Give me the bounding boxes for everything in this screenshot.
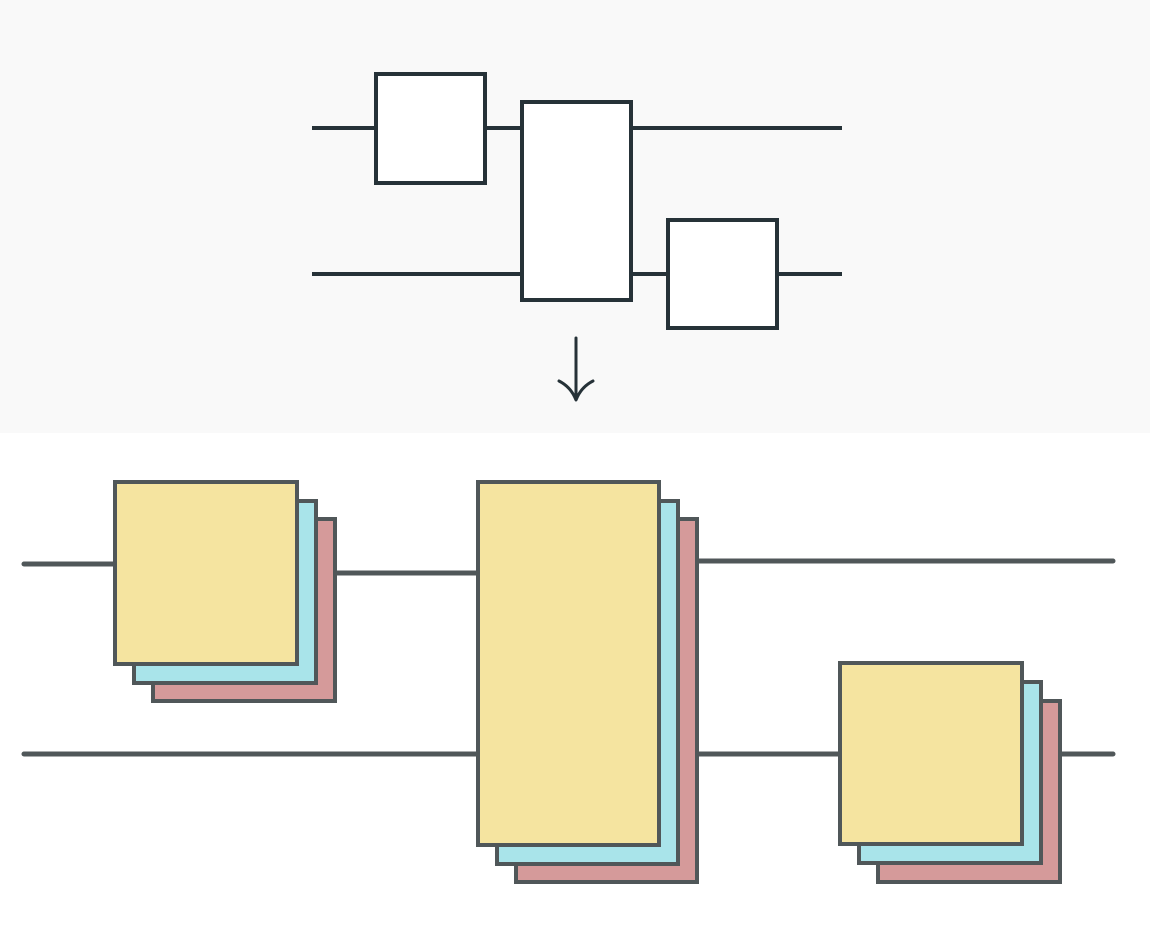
top-gate-1 (374, 72, 487, 185)
bottom-gate-2-stack (476, 480, 699, 884)
top-circuit-svg (0, 0, 1150, 433)
bottom-circuit-panel (0, 433, 1150, 932)
top-gate-3 (666, 218, 779, 330)
bottom-gate-2-layer-1 (476, 480, 661, 847)
bottom-gate-1-stack (113, 480, 337, 703)
bottom-gate-3-layer-1 (838, 661, 1024, 846)
bottom-gate-1-layer-1 (113, 480, 299, 666)
top-circuit-panel (0, 0, 1150, 433)
bottom-circuit-svg (0, 433, 1150, 932)
top-gate-2 (520, 100, 633, 302)
bottom-gate-3-stack (838, 661, 1062, 884)
arrow-down-icon (557, 336, 595, 402)
bottom-wires (21, 558, 1116, 757)
